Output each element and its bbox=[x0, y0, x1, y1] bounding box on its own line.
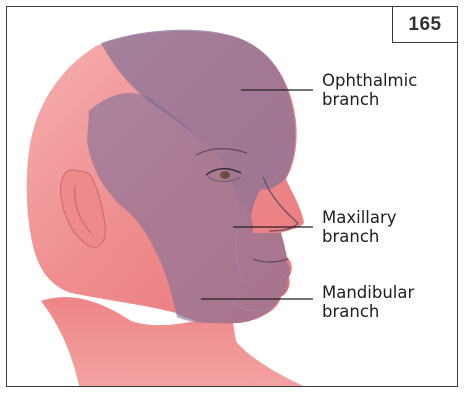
maxillary-label-line2: branch bbox=[322, 227, 397, 246]
ophthalmic-label-line1: Ophthalmic bbox=[322, 71, 417, 90]
figure-frame: 165 bbox=[6, 6, 458, 387]
maxillary-branch-label: Maxillary branch bbox=[322, 208, 397, 246]
eye-iris bbox=[220, 171, 230, 179]
ophthalmic-label-line2: branch bbox=[322, 90, 417, 109]
mandibular-label-line1: Mandibular bbox=[322, 283, 414, 302]
head-illustration bbox=[7, 7, 458, 387]
mandibular-label-line2: branch bbox=[322, 302, 414, 321]
ophthalmic-branch-label: Ophthalmic branch bbox=[322, 71, 417, 109]
mandibular-branch-label: Mandibular branch bbox=[322, 283, 414, 321]
maxillary-label-line1: Maxillary bbox=[322, 208, 397, 227]
